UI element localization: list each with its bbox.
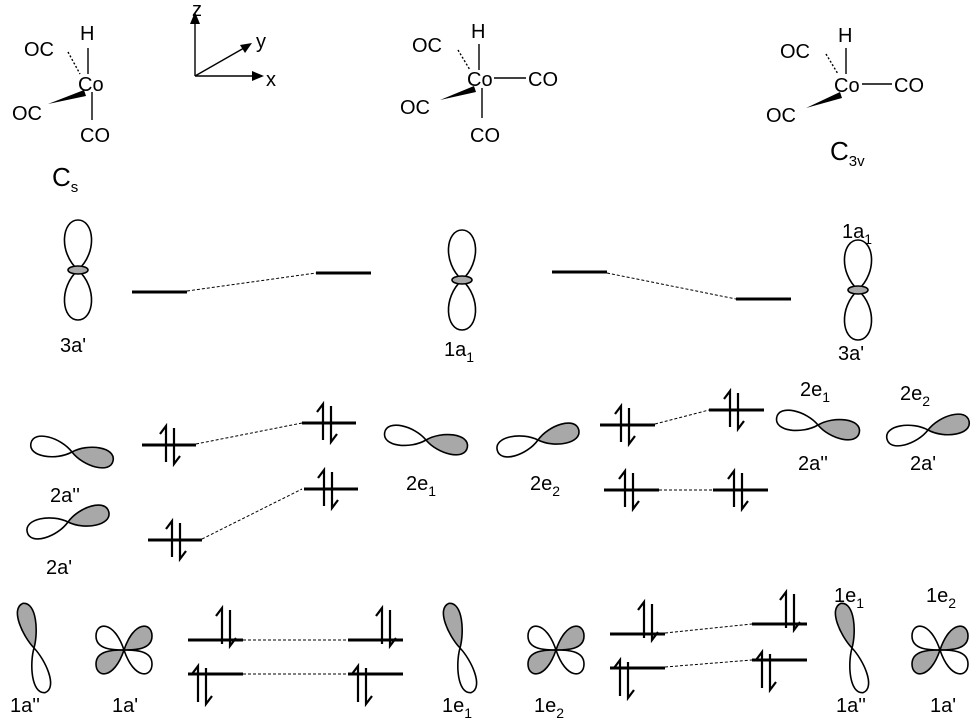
c4v-metal-label: Co: [467, 69, 493, 91]
c4v-oc-left-label: OC: [400, 97, 430, 119]
c3v-1e2-label: 1e2: [926, 585, 956, 611]
c3v-2a-label: 2a': [910, 453, 936, 475]
c3v-2e2-label: 2e2: [900, 383, 930, 409]
c4v-1e1-label: 1e1: [442, 695, 472, 720]
c3v-1a2-orbital: [831, 600, 873, 696]
molecule-cs: H OC Co OC CO Cs: [12, 23, 110, 196]
c3v-co-right-label: CO: [894, 75, 924, 97]
cs-3a-orbital: [63, 219, 93, 321]
c3v-1a2-label: 1a'': [836, 695, 866, 717]
c4v-1e-left-electrons-lower: [350, 664, 374, 706]
coordinate-axes: z y x: [190, 0, 276, 91]
cs-2a-label: 2a': [46, 557, 72, 579]
cs-2a2-orbital: [28, 432, 116, 472]
c4v-1e2-orbital: [527, 625, 585, 675]
c4v-h-label: H: [471, 21, 485, 43]
axis-x-label: x: [266, 69, 276, 91]
c4v-1e-right-electrons-lower: [612, 658, 636, 700]
c4v-2e1-label: 2e1: [406, 473, 436, 499]
c3v-h-label: H: [838, 25, 852, 47]
c3v-1a-orbital: [911, 625, 969, 675]
cs-2a-orbital: [24, 501, 112, 543]
c3v-2e1-label: 2e1: [800, 379, 830, 405]
row-e1-levels: 1a'' 1a' 1e1 1e2 1e1 1a'' 1: [10, 585, 969, 720]
molecule-c4v: H OC Co CO OC CO: [400, 21, 558, 147]
cs-metal-label: Co: [78, 74, 104, 96]
c3v-3a-label: 3a': [838, 343, 864, 365]
c4v-1e1-orbital: [439, 600, 481, 696]
c4v-oc-upper-label: OC: [412, 35, 442, 57]
c4v-2e2-orbital: [494, 419, 582, 461]
c4v-2e2-label: 2e2: [530, 473, 560, 499]
c4v-co-right-label: CO: [528, 69, 558, 91]
c4v-1e2-label: 1e2: [534, 695, 564, 720]
cs-1a-electrons: [190, 664, 214, 706]
cs-1a2-label: 1a'': [10, 695, 40, 717]
c3v-oc-left-label: OC: [766, 105, 796, 127]
cs-co-bottom-label: CO: [80, 125, 110, 147]
cs-3a-label: 3a': [60, 335, 86, 357]
c3v-metal-label: Co: [834, 75, 860, 97]
cs-oc-left-label: OC: [12, 103, 42, 125]
cs-point-group: Cs: [52, 162, 78, 196]
c3v-oc-upper-label: OC: [780, 41, 810, 63]
axis-y-label: y: [256, 31, 266, 53]
c4v-1a1-label: 1a1: [444, 339, 474, 365]
c4v-1a1-orbital: [447, 229, 477, 331]
c3v-3a-orbital: [843, 239, 873, 341]
c4v-2e1-orbital: [382, 422, 470, 458]
cs-1a-label: 1a': [112, 695, 138, 717]
c3v-1e1-label: 1e1: [834, 585, 864, 611]
c3v-1a-label: 1a': [930, 695, 956, 717]
row-a1-levels: 3a' 1a1 1a1 3a': [60, 219, 873, 365]
c3v-2a-orbital: [884, 410, 972, 450]
c3v-1a1-label: 1a1: [842, 221, 872, 247]
axis-z-label: z: [192, 0, 202, 21]
c3v-2a2-orbital: [774, 407, 862, 443]
c3v-1a-electrons: [754, 650, 778, 692]
c3v-point-group: C3v: [830, 136, 865, 170]
cs-h-label: H: [80, 23, 94, 45]
molecule-c3v: H OC Co CO OC C3v: [766, 25, 924, 170]
c3v-2a2-label: 2a'': [798, 453, 828, 475]
cs-oc-upper-label: OC: [24, 39, 54, 61]
c4v-co-bottom-label: CO: [470, 125, 500, 147]
row-e2-levels: 2a'' 2a' 2e1 2e2 2e1 2a'': [24, 379, 972, 579]
cs-1a2-orbital: [13, 600, 55, 696]
cs-1a-orbital: [95, 625, 153, 675]
cs-2a2-label: 2a'': [50, 485, 80, 507]
